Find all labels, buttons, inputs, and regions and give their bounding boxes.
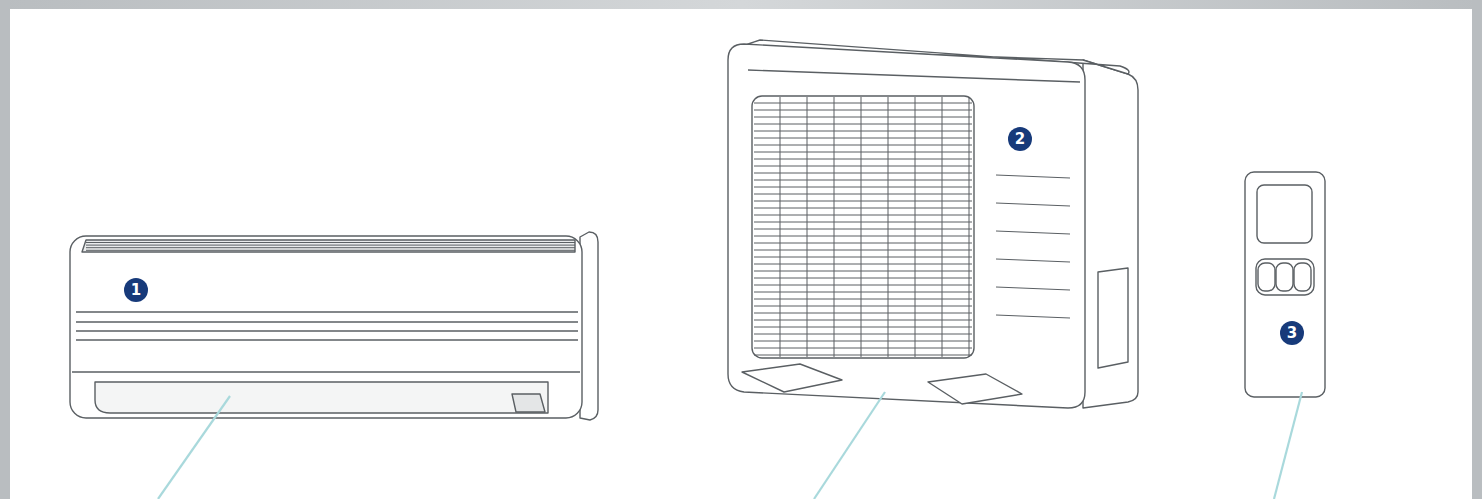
outdoor-grille <box>752 96 974 358</box>
grille-rib <box>915 97 916 357</box>
grille-bar <box>754 264 972 265</box>
grille-bar <box>754 299 972 300</box>
indoor-slat <box>72 371 580 372</box>
indoor-unit-top-grille <box>82 240 575 252</box>
outdoor-foot <box>742 364 842 392</box>
grille-bar <box>754 180 972 181</box>
outdoor-unit-side <box>1083 60 1138 408</box>
grille-bar <box>754 334 972 335</box>
grille-bar <box>754 103 972 104</box>
callout-number: 1 <box>124 278 148 302</box>
indoor-unit-body <box>70 236 582 418</box>
vent-line <box>996 287 1070 290</box>
grille-bar <box>754 152 972 153</box>
grille-bar <box>754 327 972 328</box>
indoor-display <box>512 394 545 412</box>
grille-bar <box>754 292 972 293</box>
indoor-louver <box>95 382 548 413</box>
grille-bar <box>754 313 972 314</box>
remote-button <box>1276 263 1293 291</box>
grille-bar <box>754 250 972 251</box>
callout-number: 3 <box>1280 321 1304 345</box>
indoor-grille-line <box>86 250 575 251</box>
grille-bar <box>754 320 972 321</box>
grille-bar <box>754 117 972 118</box>
grille-bar <box>754 355 972 356</box>
grille-bar <box>754 285 972 286</box>
grille-bar <box>754 208 972 209</box>
indoor-grille-line <box>86 247 575 248</box>
leader-line <box>814 392 885 499</box>
vent-line <box>996 203 1070 206</box>
vent-line <box>996 175 1070 178</box>
outdoor-unit-front <box>728 44 1085 408</box>
grille-bar <box>754 173 972 174</box>
frame-left <box>0 0 10 499</box>
indoor-slat <box>76 339 578 340</box>
remote-button-frame <box>1256 259 1314 295</box>
grille-bar <box>754 229 972 230</box>
vent-line <box>996 315 1070 318</box>
remote-screen <box>1257 185 1312 243</box>
grille-bar <box>754 348 972 349</box>
grille-rib <box>888 97 889 357</box>
grille-bar <box>754 145 972 146</box>
grille-rib <box>969 97 970 357</box>
frame-top <box>0 0 1482 9</box>
grille-bar <box>754 194 972 195</box>
vent-line <box>996 231 1070 234</box>
indoor-slat <box>76 311 578 312</box>
outdoor-side-panel <box>1098 268 1128 368</box>
grille-bar <box>754 236 972 237</box>
grille-rib <box>834 97 835 357</box>
remote-button <box>1258 263 1275 291</box>
indoor-slat <box>76 330 578 331</box>
grille-bar <box>754 243 972 244</box>
grille-bar <box>754 159 972 160</box>
indoor-slat <box>76 321 578 322</box>
grille-bar <box>754 187 972 188</box>
grille-bar <box>754 341 972 342</box>
outdoor-grille-lines <box>754 97 972 357</box>
vent-line <box>996 259 1070 262</box>
grille-bar <box>754 271 972 272</box>
indoor-grille-line <box>86 245 575 246</box>
grille-rib <box>807 97 808 357</box>
indoor-grille-line <box>86 242 575 243</box>
grille-bar <box>754 257 972 258</box>
remote-button <box>1294 263 1311 291</box>
grille-bar <box>754 131 972 132</box>
grille-bar <box>754 138 972 139</box>
grille-bar <box>754 110 972 111</box>
grille-rib <box>861 97 862 357</box>
grille-bar <box>754 278 972 279</box>
frame-right <box>1472 0 1482 499</box>
leader-line <box>1274 392 1302 499</box>
grille-bar <box>754 215 972 216</box>
remote-body <box>1245 172 1325 397</box>
outdoor-top-trim <box>748 70 1080 82</box>
callout-number: 2 <box>1008 127 1032 151</box>
outdoor-vent-lines <box>996 175 1070 318</box>
leader-line <box>158 396 230 499</box>
grille-bar <box>754 201 972 202</box>
grille-bar <box>754 124 972 125</box>
grille-bar <box>754 306 972 307</box>
grille-rib <box>942 97 943 357</box>
grille-rib <box>780 97 781 357</box>
indoor-grille-lines <box>86 243 575 251</box>
outdoor-foot <box>928 374 1022 404</box>
grille-bar <box>754 222 972 223</box>
grille-bar <box>754 166 972 167</box>
